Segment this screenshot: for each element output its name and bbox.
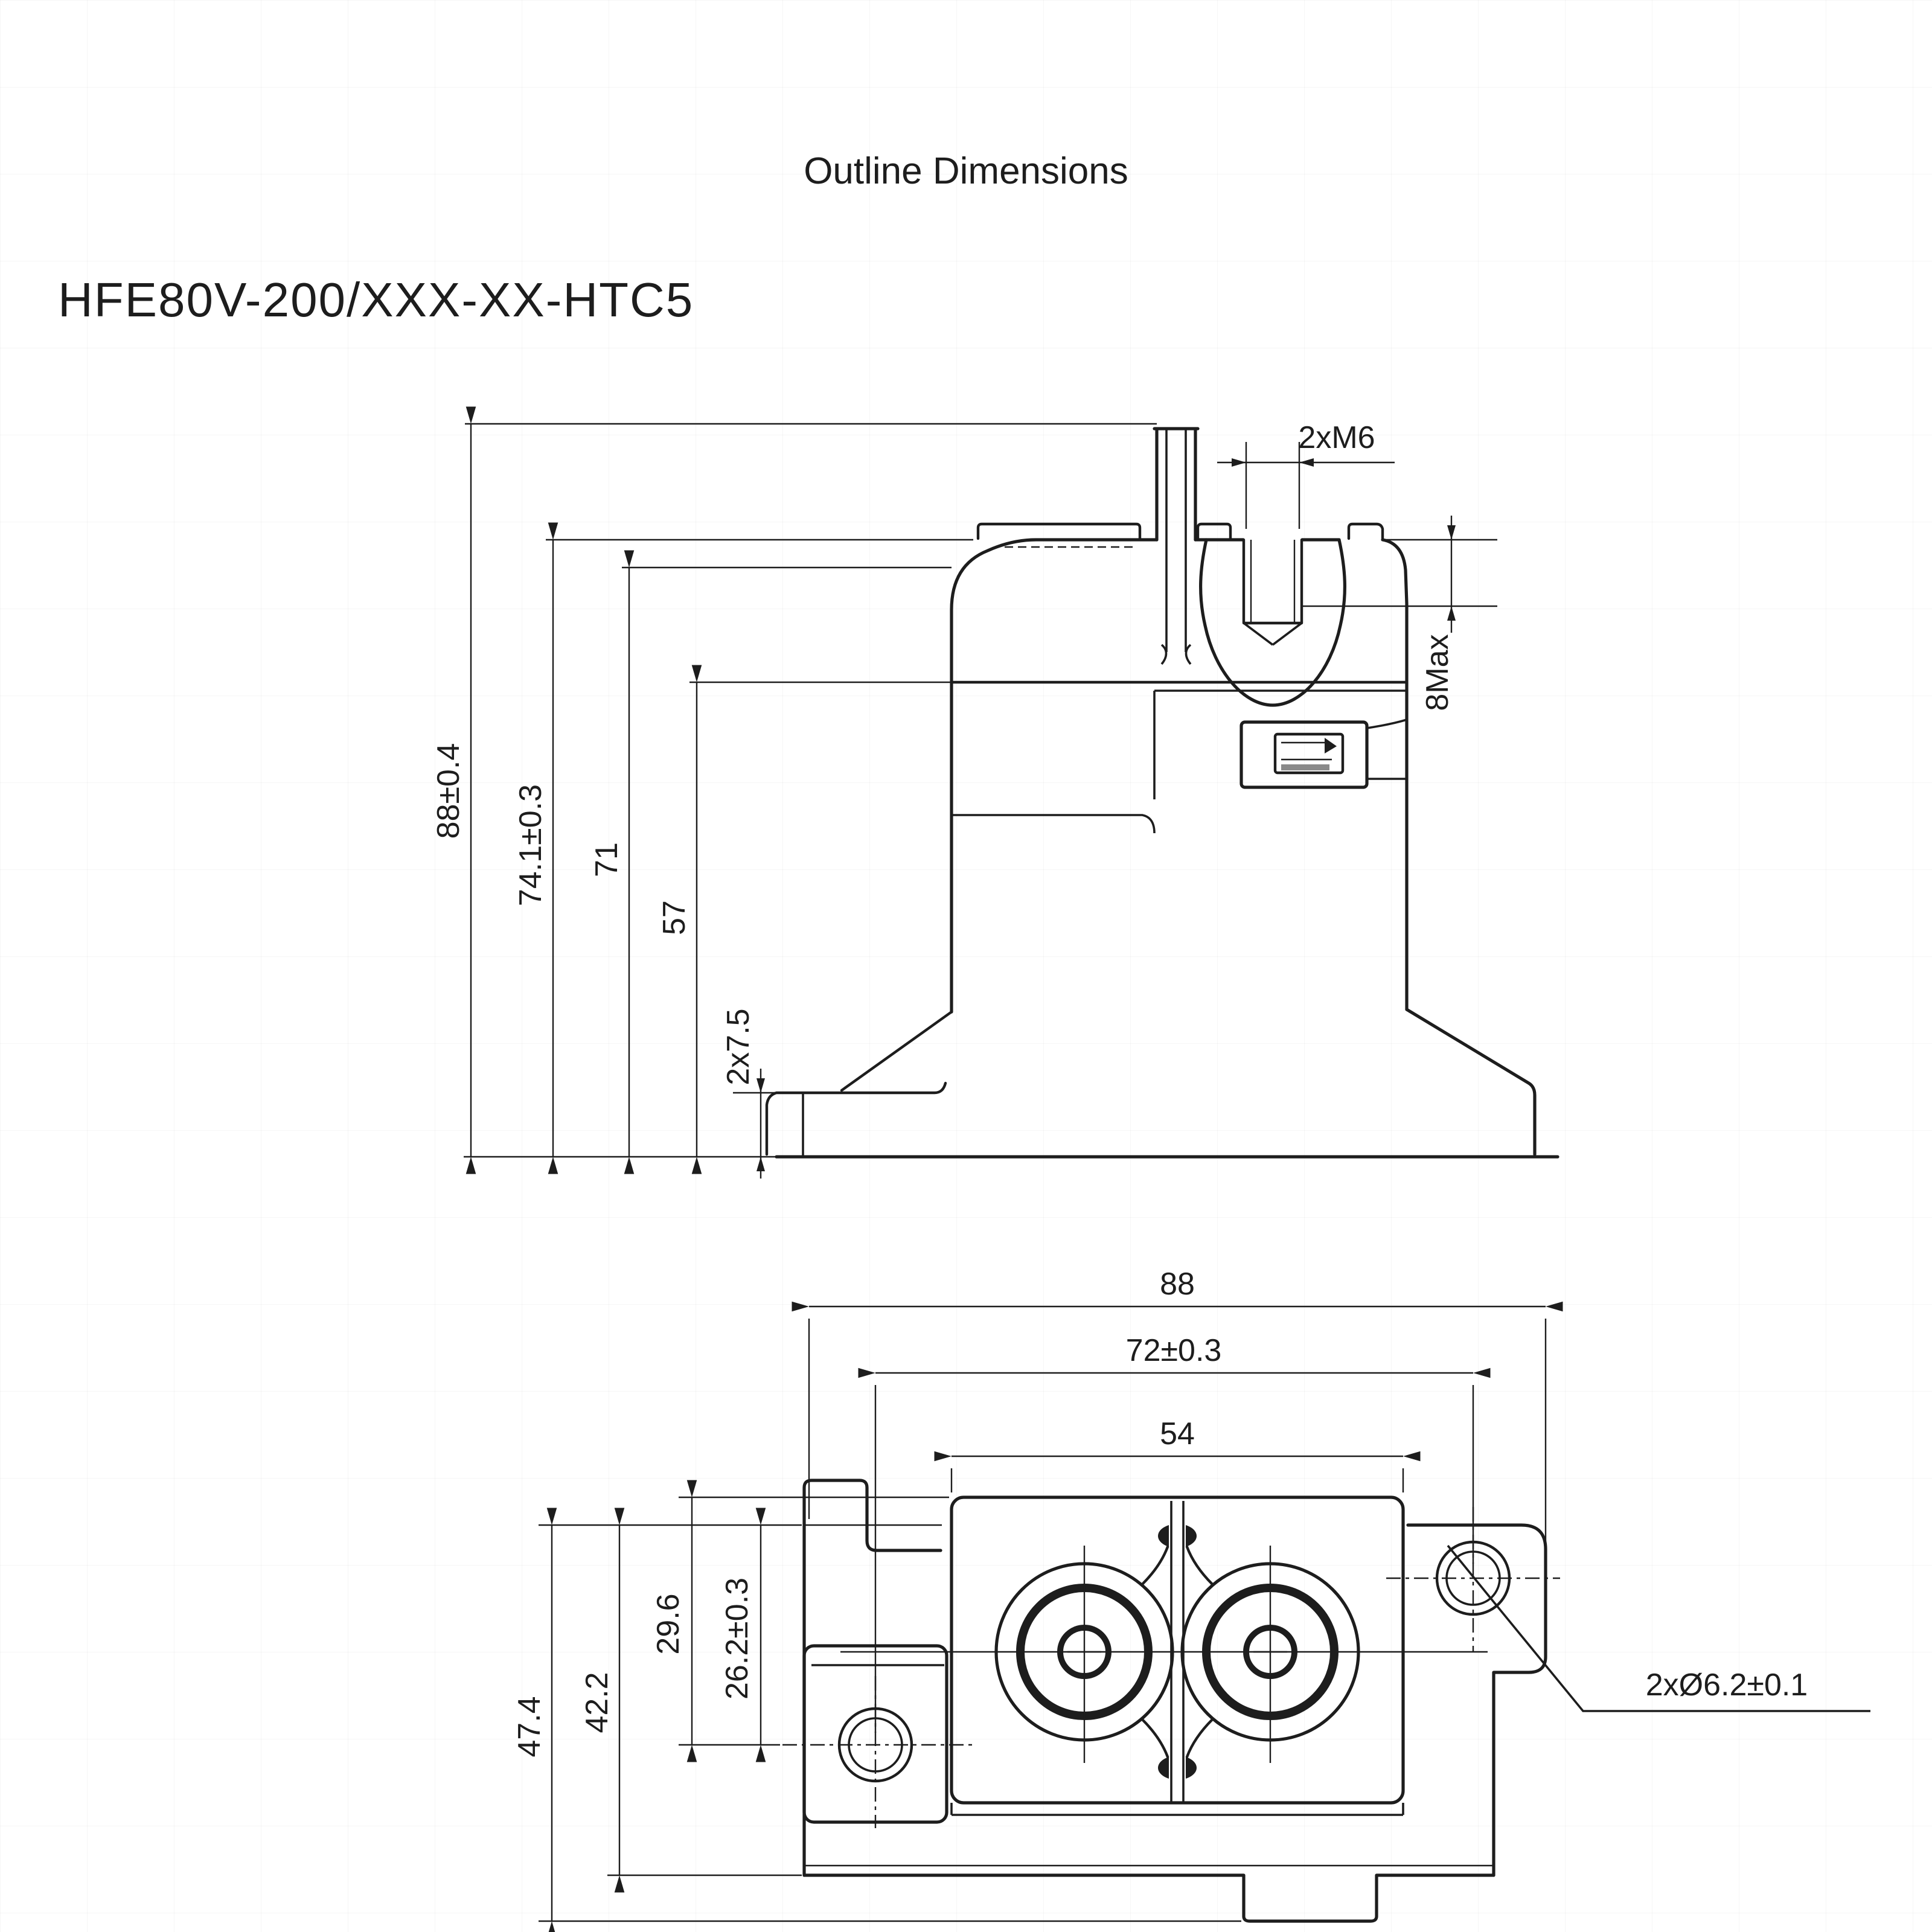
label-body-depth: 42.2	[580, 1672, 615, 1733]
m6-hole-bottom-cone	[1243, 622, 1303, 646]
terminal-block-step	[950, 1803, 1404, 1816]
terminal-right-crosshair	[1253, 1546, 1287, 1763]
label-step-height: 57	[657, 900, 692, 935]
ext-thread-width	[1245, 442, 1300, 529]
terminal-left-crosshair	[1067, 1546, 1101, 1763]
vent-stud-inner	[1165, 429, 1187, 652]
cap-tab-left	[976, 522, 1142, 540]
ext-hole-spacing	[874, 1385, 1474, 1733]
page-title: Outline Dimensions	[804, 150, 1128, 192]
ext-block-width	[950, 1468, 1404, 1492]
connector-outer	[1239, 720, 1369, 789]
label-foot-thickness: 2x7.5	[721, 1008, 756, 1085]
foot-right	[1405, 1008, 1537, 1156]
foot-left-brace	[840, 1010, 953, 1092]
vent-stud	[1153, 427, 1200, 542]
ext-overall-width	[808, 1319, 1547, 1543]
connector-inner	[1273, 732, 1345, 775]
connector-wedge	[1325, 738, 1337, 753]
terminal-neck-curves	[1140, 1545, 1214, 1759]
label-overall-depth: 47.4	[512, 1696, 547, 1757]
vent-stud-break	[1160, 644, 1192, 665]
body-left-and-cap	[950, 538, 1159, 1014]
foot-left-plate	[765, 1081, 947, 1156]
part-number: HFE80V-200/XXX-XX-HTC5	[58, 273, 694, 327]
label-hole-dia: 2xØ6.2±0.1	[1646, 1668, 1808, 1703]
label-block-width: 54	[1160, 1416, 1195, 1451]
side-view: 88±0.4 74.1±0.3 71 57 2x7.5 2xM6 8Max	[431, 406, 1559, 1179]
label-edge-to-hole: 26.2±0.3	[720, 1578, 755, 1700]
label-overall-width: 88	[1160, 1267, 1195, 1302]
label-overall-height: 88±0.4	[431, 743, 466, 839]
m6-thread-lines	[1250, 540, 1296, 623]
connector-pins	[1281, 741, 1332, 761]
terminal-right	[1180, 1546, 1360, 1763]
plate-bottom-and-protrusion	[802, 1873, 1495, 1923]
label-body-height: 71	[589, 842, 624, 877]
connector-links	[1366, 718, 1407, 780]
m6-hole-walls	[1242, 538, 1303, 625]
m6-hole-clear	[1244, 536, 1302, 623]
hole-dia-leader	[1447, 1544, 1870, 1712]
connector-shade	[1281, 764, 1329, 770]
inner-step-line	[952, 814, 1156, 834]
label-thread-depth: 8Max	[1420, 634, 1455, 711]
cap-tab-mid	[1196, 522, 1232, 540]
cap-tab-right	[1347, 522, 1384, 540]
label-hole-spacing: 72±0.3	[1126, 1333, 1222, 1368]
label-block-to-hole: 29.6	[651, 1593, 686, 1654]
plate-left-and-tab	[802, 1479, 942, 1877]
label-terminal-thread: 2xM6	[1298, 420, 1375, 455]
m6-insert-hatched	[1199, 538, 1346, 707]
terminal-block	[950, 1495, 1405, 1805]
bottom-view: 88 72±0.3 54 47.4 42.2 29.6 26.2±0.3 2xØ…	[512, 1267, 1870, 1932]
terminal-left	[994, 1546, 1174, 1763]
parting-line	[1170, 1501, 1185, 1802]
plate-right-tab	[1406, 1523, 1547, 1877]
mounting-hole-left-centerlines	[782, 1676, 973, 1828]
label-cap-height: 74.1±0.3	[513, 784, 548, 906]
body-right-edge	[1381, 538, 1409, 1011]
